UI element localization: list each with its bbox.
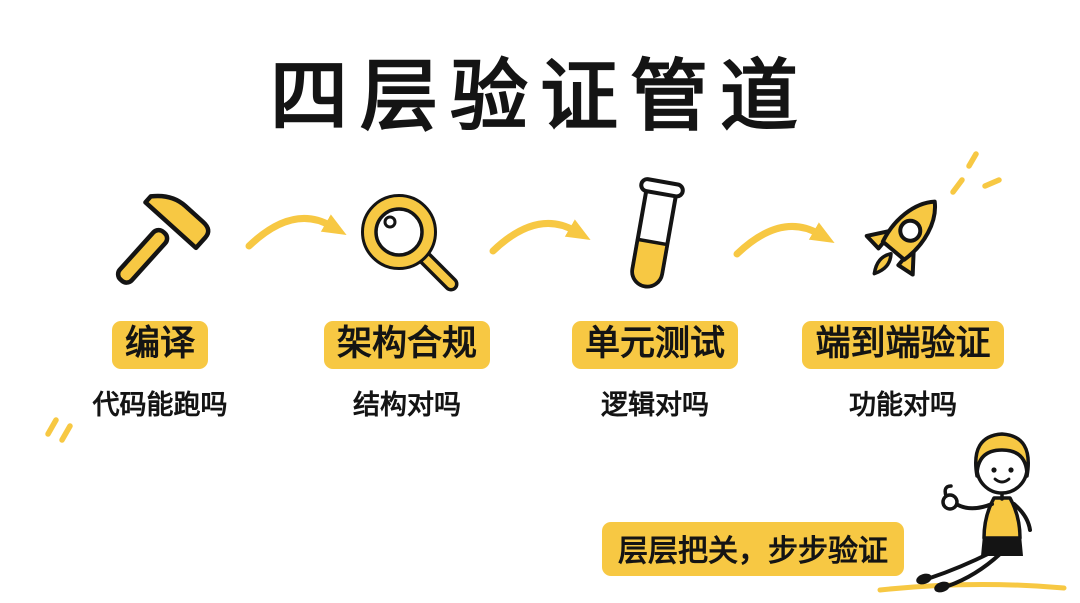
- cheering-girl-illustration: [877, 432, 1067, 593]
- stage-question: 代码能跑吗: [92, 390, 228, 420]
- page-title: 四层验证管道: [269, 52, 810, 140]
- hammer-icon-svg: [115, 193, 210, 285]
- stage-question: 结构对吗: [353, 390, 461, 420]
- dash-accent-icon: [45, 417, 73, 443]
- stage-compile: 编译 代码能跑吗: [40, 170, 280, 422]
- magnifier-icon-svg: [360, 194, 458, 292]
- stage-architecture: 架构合规 结构对吗: [287, 170, 527, 422]
- stage-question: 功能对吗: [849, 390, 957, 420]
- stage-label: 架构合规: [323, 321, 490, 369]
- stage-label: 编译: [111, 321, 208, 369]
- flow-arrow-3: [733, 222, 835, 258]
- rocket-icon-svg: [864, 199, 937, 277]
- hammer-icon: [93, 170, 228, 315]
- test-tube-icon: [595, 170, 715, 315]
- sparkle-accent-icon: [950, 151, 1002, 195]
- stage-label: 端到端验证: [802, 321, 1004, 369]
- stage-e2e: 端到端验证 功能对吗: [783, 170, 1023, 422]
- magnifier-icon: [345, 170, 470, 315]
- stage-label: 单元测试: [571, 321, 738, 369]
- stage-unit-test: 单元测试 逻辑对吗: [535, 170, 775, 422]
- slogan: 层层把关，步步验证: [602, 522, 904, 576]
- flow-arrow-1: [245, 214, 347, 250]
- rocket-icon: [836, 170, 971, 315]
- stage-question: 逻辑对吗: [601, 390, 709, 420]
- flow-arrow-2: [489, 219, 591, 255]
- test-tube-icon-svg: [630, 177, 685, 289]
